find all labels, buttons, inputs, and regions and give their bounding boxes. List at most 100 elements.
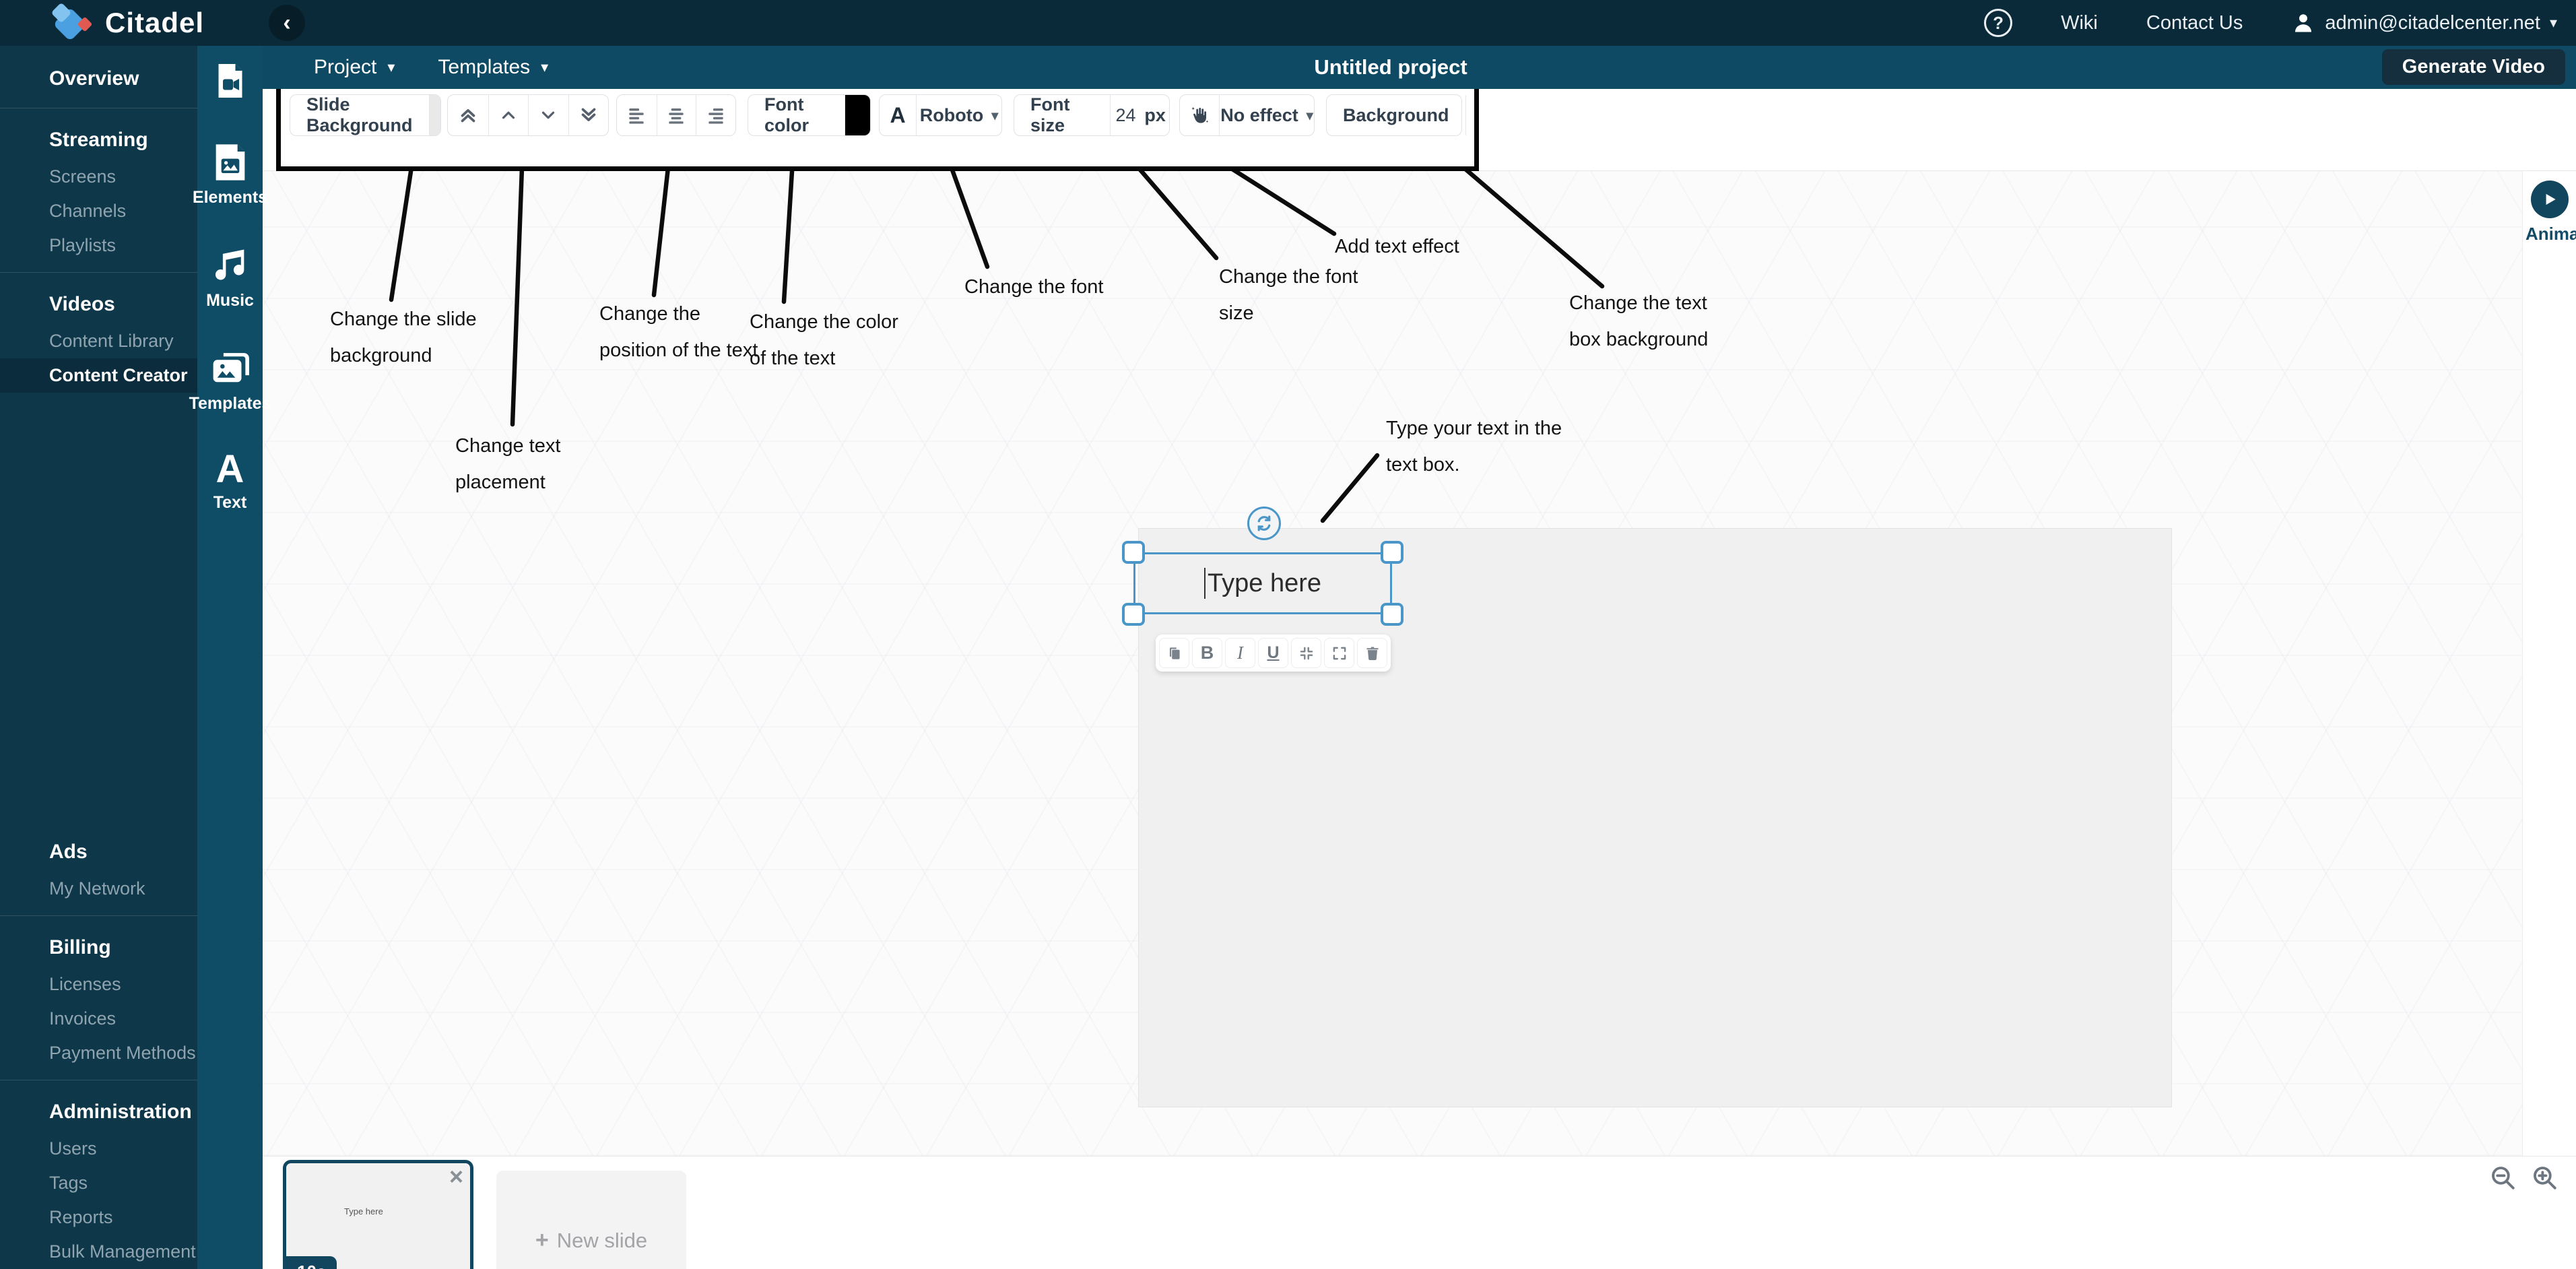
bold-button[interactable]: B <box>1192 638 1222 668</box>
close-icon[interactable]: × <box>449 1163 463 1190</box>
font-family-value: Roboto <box>919 104 984 125</box>
project-title[interactable]: Untitled project <box>1314 55 1467 79</box>
annotation-text-position: Change the position of the text <box>599 303 758 361</box>
annotation-slide-background: Change the slide background <box>330 308 477 366</box>
sidebar-item-content-library[interactable]: Content Library <box>49 331 174 351</box>
zoom-in-icon[interactable] <box>2530 1163 2558 1192</box>
layer-order-group <box>447 94 609 136</box>
editor-canvas[interactable] <box>263 171 2576 1156</box>
play-icon <box>2546 193 2556 205</box>
textbox-background-button[interactable]: Background <box>1326 94 1466 136</box>
divider <box>0 915 197 916</box>
chevron-down-icon: ▾ <box>1306 108 1313 123</box>
annotation-type-hint: Type your text in the text box. <box>1386 418 1562 476</box>
double-chevron-up-icon <box>461 109 475 123</box>
delete-button[interactable] <box>1357 638 1387 668</box>
duration-badge: 10s <box>286 1256 337 1269</box>
tool-music[interactable]: Music <box>206 244 254 311</box>
wiki-link[interactable]: Wiki <box>2061 11 2098 34</box>
user-menu[interactable]: admin@citadelcenter.net ▾ <box>2291 11 2557 35</box>
sidebar-header-videos: Videos <box>49 293 115 315</box>
sidebar-item-screens[interactable]: Screens <box>49 166 117 187</box>
project-menu[interactable]: Project▾ <box>314 56 395 78</box>
align-left-button[interactable] <box>617 95 657 135</box>
sidebar-item-content-creator[interactable]: Content Creator <box>0 358 197 393</box>
sidebar-collapse-button[interactable]: ‹ <box>269 5 306 41</box>
sidebar-item-my-network[interactable]: My Network <box>49 878 145 899</box>
tool-templates[interactable]: Templates <box>189 347 271 414</box>
slide-surface[interactable] <box>1138 528 2172 1107</box>
annotation-text-placement: Change text placement <box>455 435 561 493</box>
resize-handle-top-left[interactable] <box>1122 541 1145 564</box>
annotation-font: Change the font <box>964 276 1104 298</box>
align-center-button[interactable] <box>656 95 696 135</box>
text-cursor <box>1204 568 1206 599</box>
slide-thumbnail[interactable]: Type here × 10s <box>283 1160 473 1269</box>
slide-background-swatch[interactable] <box>428 95 440 135</box>
brand-logo[interactable]: Citadel <box>51 1 205 44</box>
tool-text[interactable]: A Text <box>213 447 247 513</box>
video-file-icon[interactable] <box>210 61 251 104</box>
text-box[interactable]: Type here <box>1122 541 1403 626</box>
font-size-control[interactable]: Font size 24 px <box>1014 94 1170 136</box>
resize-handle-top-right[interactable] <box>1381 541 1403 564</box>
bring-to-front-button[interactable] <box>448 95 488 135</box>
magic-hand-icon <box>1180 95 1219 135</box>
font-color-swatch[interactable] <box>845 95 870 135</box>
contact-us-link[interactable]: Contact Us <box>2146 11 2243 34</box>
annotation-font-size: Change the font size <box>1219 266 1358 324</box>
sidebar-item-users[interactable]: Users <box>49 1138 97 1159</box>
expand-button[interactable] <box>1324 638 1354 668</box>
sidebar-item-bulk-management[interactable]: Bulk Management <box>49 1241 196 1262</box>
new-slide-label: New slide <box>556 1228 648 1252</box>
sidebar-header-ads: Ads <box>49 841 88 863</box>
new-slide-button[interactable]: + New slide <box>496 1171 686 1269</box>
italic-button[interactable]: I <box>1225 638 1255 668</box>
brand-name: Citadel <box>105 7 205 38</box>
sidebar-item-overview[interactable]: Overview <box>49 67 139 90</box>
font-size-input[interactable]: 24 <box>1109 95 1142 135</box>
slide-background-button[interactable]: Slide Background <box>290 94 441 136</box>
effect-value: No effect <box>1220 104 1298 125</box>
slide-filmstrip: Type here × 10s + New slide <box>263 1156 2576 1269</box>
sidebar-item-licenses[interactable]: Licenses <box>49 974 121 994</box>
font-color-button[interactable]: Font color <box>748 94 871 136</box>
duplicate-button[interactable] <box>1159 638 1189 668</box>
textbox-text[interactable]: Type here <box>1208 568 1321 597</box>
generate-video-button[interactable]: Generate Video <box>2381 49 2565 85</box>
sidebar-item-playlists[interactable]: Playlists <box>49 235 117 255</box>
sidebar-item-reports[interactable]: Reports <box>49 1207 113 1227</box>
send-to-back-button[interactable] <box>568 95 609 135</box>
font-family-dropdown[interactable]: A Roboto▾ <box>879 94 1002 136</box>
citadel-logo-icon <box>51 1 96 44</box>
plus-icon: + <box>535 1227 549 1253</box>
main-sidebar: Overview Streaming Screens Channels Play… <box>0 46 197 1269</box>
move-forward-button[interactable] <box>488 95 529 135</box>
collapse-icon <box>1300 647 1313 659</box>
align-right-button[interactable] <box>696 95 735 135</box>
move-backward-button[interactable] <box>528 95 568 135</box>
fit-content-button[interactable] <box>1291 638 1321 668</box>
underline-button[interactable]: U <box>1258 638 1288 668</box>
text-effect-dropdown[interactable]: No effect ▾ <box>1179 94 1315 136</box>
sidebar-item-tags[interactable]: Tags <box>49 1173 88 1193</box>
sidebar-item-channels[interactable]: Channels <box>49 201 127 221</box>
help-icon[interactable]: ? <box>1984 9 2013 37</box>
font-size-unit: px <box>1144 104 1166 125</box>
zoom-out-icon[interactable] <box>2488 1163 2517 1192</box>
resize-handle-bottom-right[interactable] <box>1381 603 1403 626</box>
animate-play-button[interactable] <box>2531 181 2569 218</box>
sidebar-item-invoices[interactable]: Invoices <box>49 1008 117 1029</box>
templates-menu[interactable]: Templates▾ <box>438 56 549 78</box>
user-email: admin@citadelcenter.net <box>2325 11 2540 34</box>
tool-elements[interactable]: Elements <box>193 141 267 207</box>
top-navbar: Citadel ‹ ? Wiki Contact Us admin@citade… <box>0 0 2576 46</box>
sidebar-item-payment-methods[interactable]: Payment Methods <box>49 1043 196 1063</box>
textbox-background-swatch[interactable] <box>1465 95 1466 135</box>
double-chevron-down-icon <box>581 108 596 121</box>
annotation-text-effect: Add text effect <box>1335 236 1459 257</box>
rotate-handle[interactable] <box>1247 507 1281 540</box>
annotation-box-background: Change the text box background <box>1569 292 1709 350</box>
resize-handle-bottom-left[interactable] <box>1122 603 1145 626</box>
